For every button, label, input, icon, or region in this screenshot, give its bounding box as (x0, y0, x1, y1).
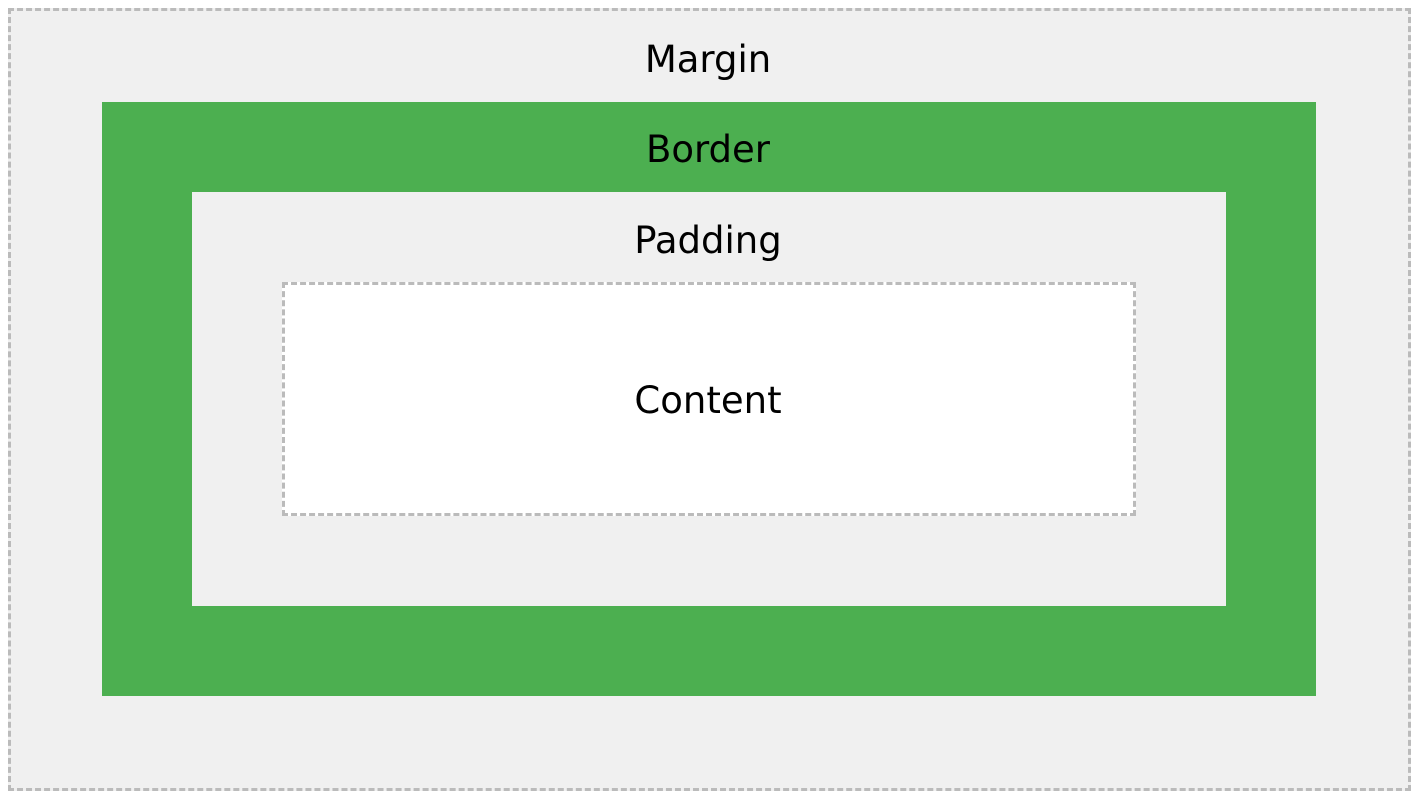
padding-label: Padding (634, 219, 782, 262)
border-label: Border (645, 128, 771, 171)
margin-label: Margin (644, 38, 772, 81)
content-box (282, 282, 1136, 516)
content-label: Content (634, 379, 782, 422)
